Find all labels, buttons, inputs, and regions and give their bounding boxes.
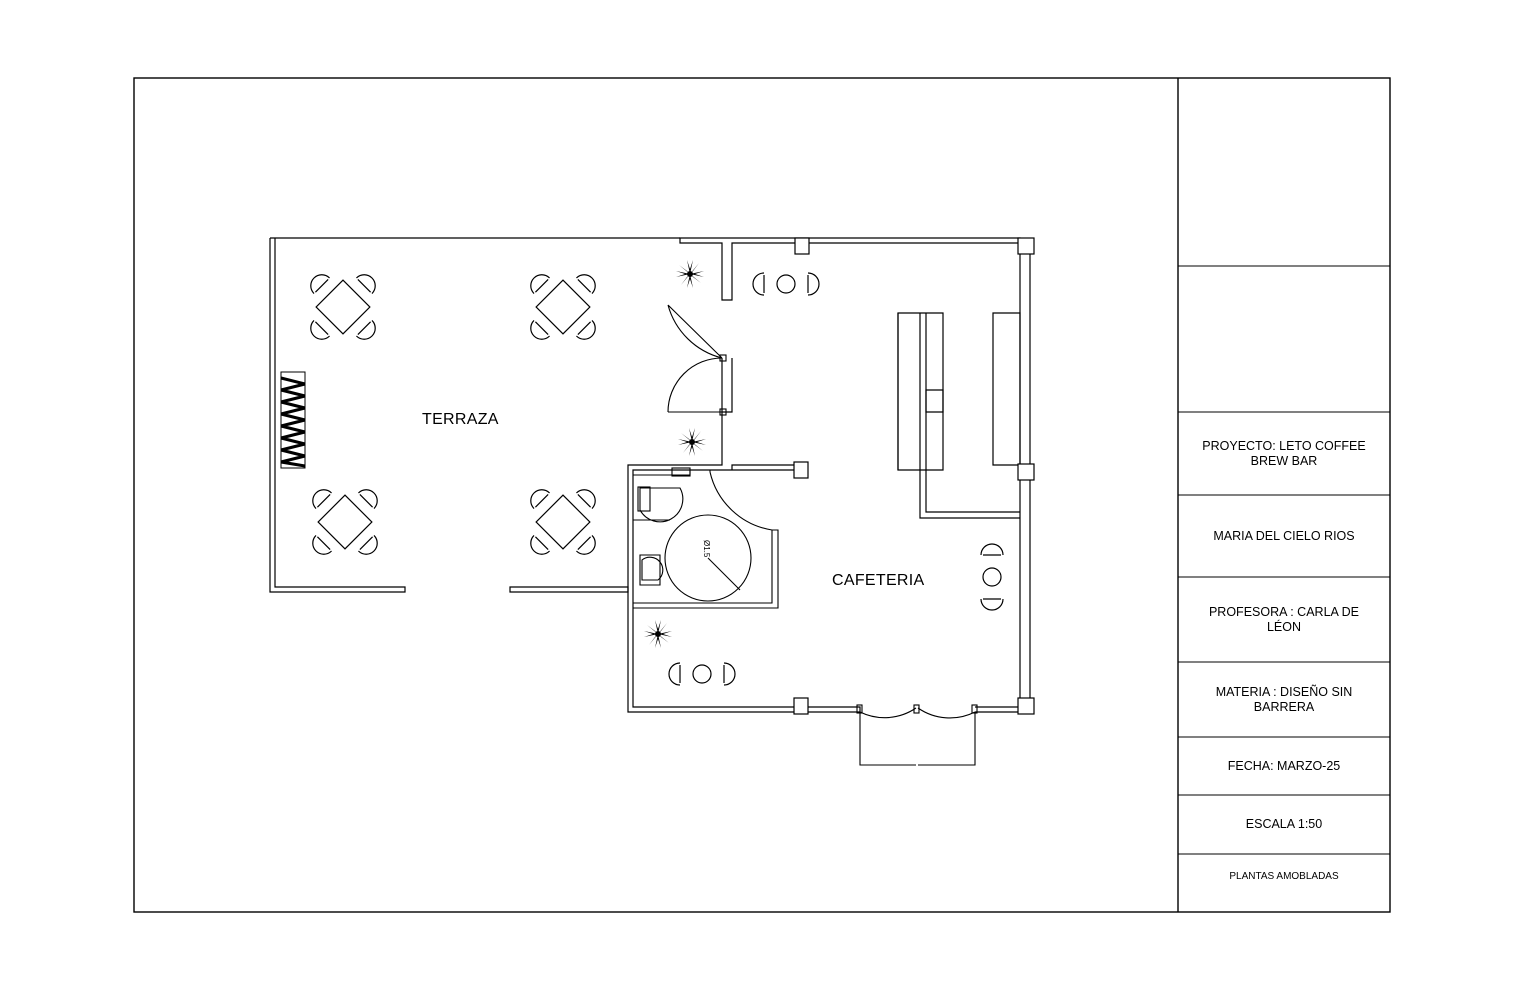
planter [280,371,306,469]
plant-3 [644,620,672,648]
cafe-table-bottom [668,662,736,686]
accessible-bathroom [633,467,779,609]
cafe-table-right [980,543,1004,611]
title-block-lamina: PLANTAS AMOBLADAS [1229,870,1339,882]
turning-circle-label: Ø1.5 [702,540,711,558]
room-label-cafeteria: CAFETERIA [832,572,925,589]
title-block-escala: ESCALA 1:50 [1245,817,1323,831]
title-block-rules [1178,265,1390,855]
title-block-materia: MATERIA : DISEÑO SIN BARRERA [1215,684,1353,714]
plant-1 [676,260,704,288]
terraza-table-4 [525,484,601,560]
terraza-table-1 [305,269,381,345]
terraza-door [667,304,727,416]
cafe-table-top [752,272,820,296]
columns [793,237,1035,715]
title-block-fecha: FECHA: MARZO-25 [1227,758,1341,773]
terraza-table-2 [525,269,601,345]
title-block-proyecto: PROYECTO: LETO COFFEE BREW BAR [1202,438,1366,468]
title-block-autor: MARIA DEL CIELO RIOS [1213,528,1355,543]
plant-2 [678,428,706,456]
terraza-table-3 [307,484,383,560]
room-label-terraza: TERRAZA [422,411,499,428]
title-block-profesora: PROFESORA : CARLA DE LÉON [1208,604,1360,634]
main-entrance-door [856,704,978,766]
